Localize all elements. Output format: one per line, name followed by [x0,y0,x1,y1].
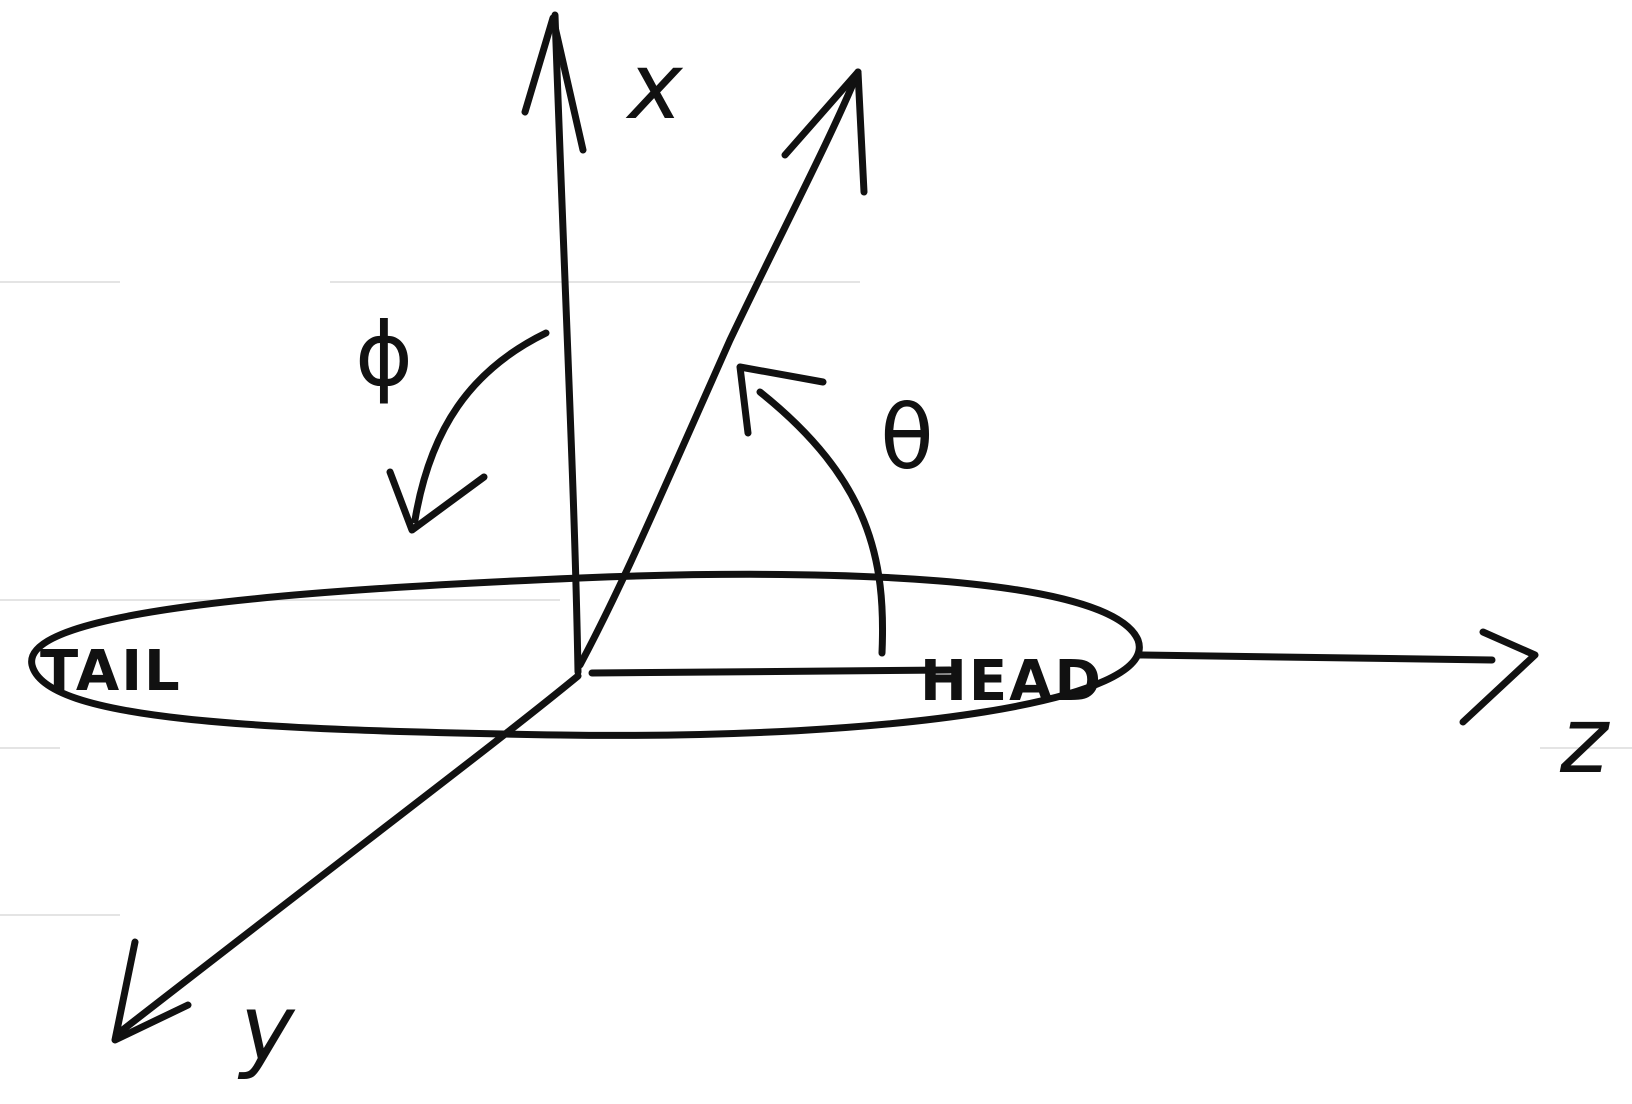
phi-arc [411,329,550,524]
x-axis-line [551,11,582,676]
direction-vector-line [576,68,862,669]
theta-arc [756,388,886,657]
x-axis-arrowhead [521,14,587,154]
phi-arc-arrowhead [386,468,488,534]
y-axis-arrowhead [111,938,192,1044]
z-axis-arrowhead [1459,628,1539,726]
x-axis-label: x [625,33,684,140]
z-axis-line [588,651,1496,677]
theta-arc-arrowhead [736,363,827,437]
y-axis-label: y [237,975,296,1082]
head-label: HEAD [920,649,1103,714]
molecule-ellipse [28,570,1143,739]
theta-label: θ [880,386,934,489]
direction-vector-arrowhead [781,68,868,196]
paper-rules [0,281,1632,916]
y-axis-line [116,672,582,1036]
tail-label: TAIL [40,639,182,704]
phi-label: ϕ [355,303,413,406]
z-axis-label: z [1559,687,1610,794]
